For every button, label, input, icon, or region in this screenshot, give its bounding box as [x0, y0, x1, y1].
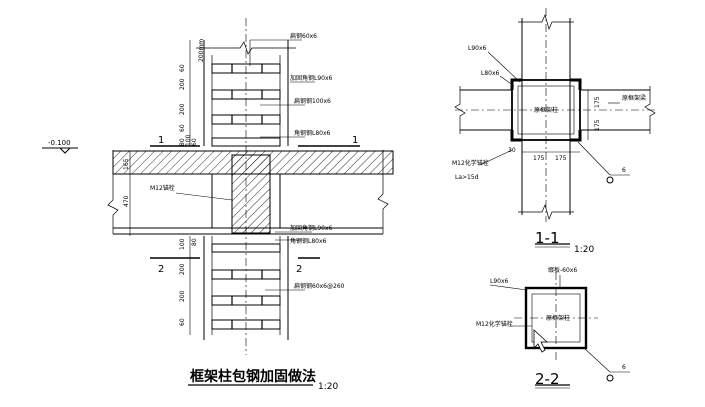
label-add-angle2: 加固角钢L90x6 — [290, 224, 333, 232]
main-elevation — [42, 18, 394, 386]
s1-column: 原框架柱 — [534, 106, 558, 114]
s2-m12: M12化学锚栓 — [476, 320, 513, 328]
dim-slab-470: 470 — [123, 195, 130, 207]
dim-u4: 80 — [179, 138, 186, 146]
s2-flat: 缀板-60x6 — [548, 266, 577, 274]
dim-u5: 100 — [185, 134, 192, 146]
s1-dim-0: 175 — [594, 96, 601, 108]
s1-l80: L80x6 — [481, 70, 500, 77]
section-2-2 — [489, 272, 630, 389]
s1-m12: M12化学锚栓 — [452, 159, 489, 167]
main-scale: 1:20 — [318, 382, 338, 392]
dim-l3: 200 — [179, 290, 186, 302]
dim-l4: 60 — [179, 318, 186, 326]
s2-l90: L90x6 — [490, 278, 509, 285]
dim-u0: 60 — [179, 64, 186, 72]
section-mark-2-right: 2 — [296, 264, 302, 275]
section-mark-1-right: 1 — [352, 135, 358, 146]
section-mark-2-left: 2 — [158, 264, 164, 275]
dim-u3: 60 — [179, 124, 186, 132]
elevation-label: -0.100 — [48, 139, 71, 147]
dim-l1: 100 — [179, 238, 186, 250]
dim-top: 200mm — [198, 39, 205, 62]
dim-l2: 200 — [179, 263, 186, 275]
s1-weld: 6 — [622, 167, 626, 174]
s1-la: La>15d — [455, 174, 479, 181]
dim-u2: 200 — [179, 103, 186, 115]
s2-name: 2-2 — [535, 370, 560, 388]
section-1-1 — [454, 8, 656, 248]
main-texts: -0.100 1 1 2 2 200mm 60 200 200 60 80 10… — [48, 32, 358, 392]
s2-column: 原框架柱 — [546, 314, 570, 322]
dim-u6: 60 — [191, 138, 198, 146]
s1-dim-1: 175 — [594, 119, 601, 131]
dim-u1: 200 — [179, 78, 186, 90]
label-angle-80b: 角钢钢L80x6 — [290, 237, 327, 245]
s1-dim-2: 175 — [533, 155, 545, 162]
label-flat-steel: 扁钢60x6 — [290, 32, 317, 40]
label-add-angle: 加固角钢L90x6 — [290, 74, 333, 82]
dim-slab-165: 165 — [123, 158, 130, 170]
section-mark-1-left: 1 — [158, 135, 164, 146]
s1-scale: 1:20 — [574, 245, 594, 255]
section-1-1-texts: L90x6 L80x6 原框架柱 原框架梁 175 175 175 175 30… — [452, 45, 646, 255]
s2-weld: 6 — [622, 364, 626, 371]
label-flat-100: 扁钢钢100x6 — [294, 97, 331, 105]
label-m12: M12锚栓 — [150, 184, 175, 192]
page-title: 框架柱包钢加固做法 — [190, 368, 316, 385]
label-flat-260: 扁钢钢60x6@260 — [294, 282, 345, 290]
s1-name: 1-1 — [535, 229, 560, 247]
s1-small-dim: 30 — [508, 147, 516, 154]
s1-l90: L90x6 — [468, 45, 487, 52]
s1-beam: 原框架梁 — [622, 94, 646, 102]
section-2-2-texts: L90x6 缀板-60x6 M12化学锚栓 原框架柱 6 2-2 — [476, 266, 626, 388]
dim-l0: 80 — [191, 238, 198, 246]
label-angle-80a: 角钢钢L80x6 — [294, 129, 331, 137]
s1-dim-3: 175 — [555, 155, 567, 162]
